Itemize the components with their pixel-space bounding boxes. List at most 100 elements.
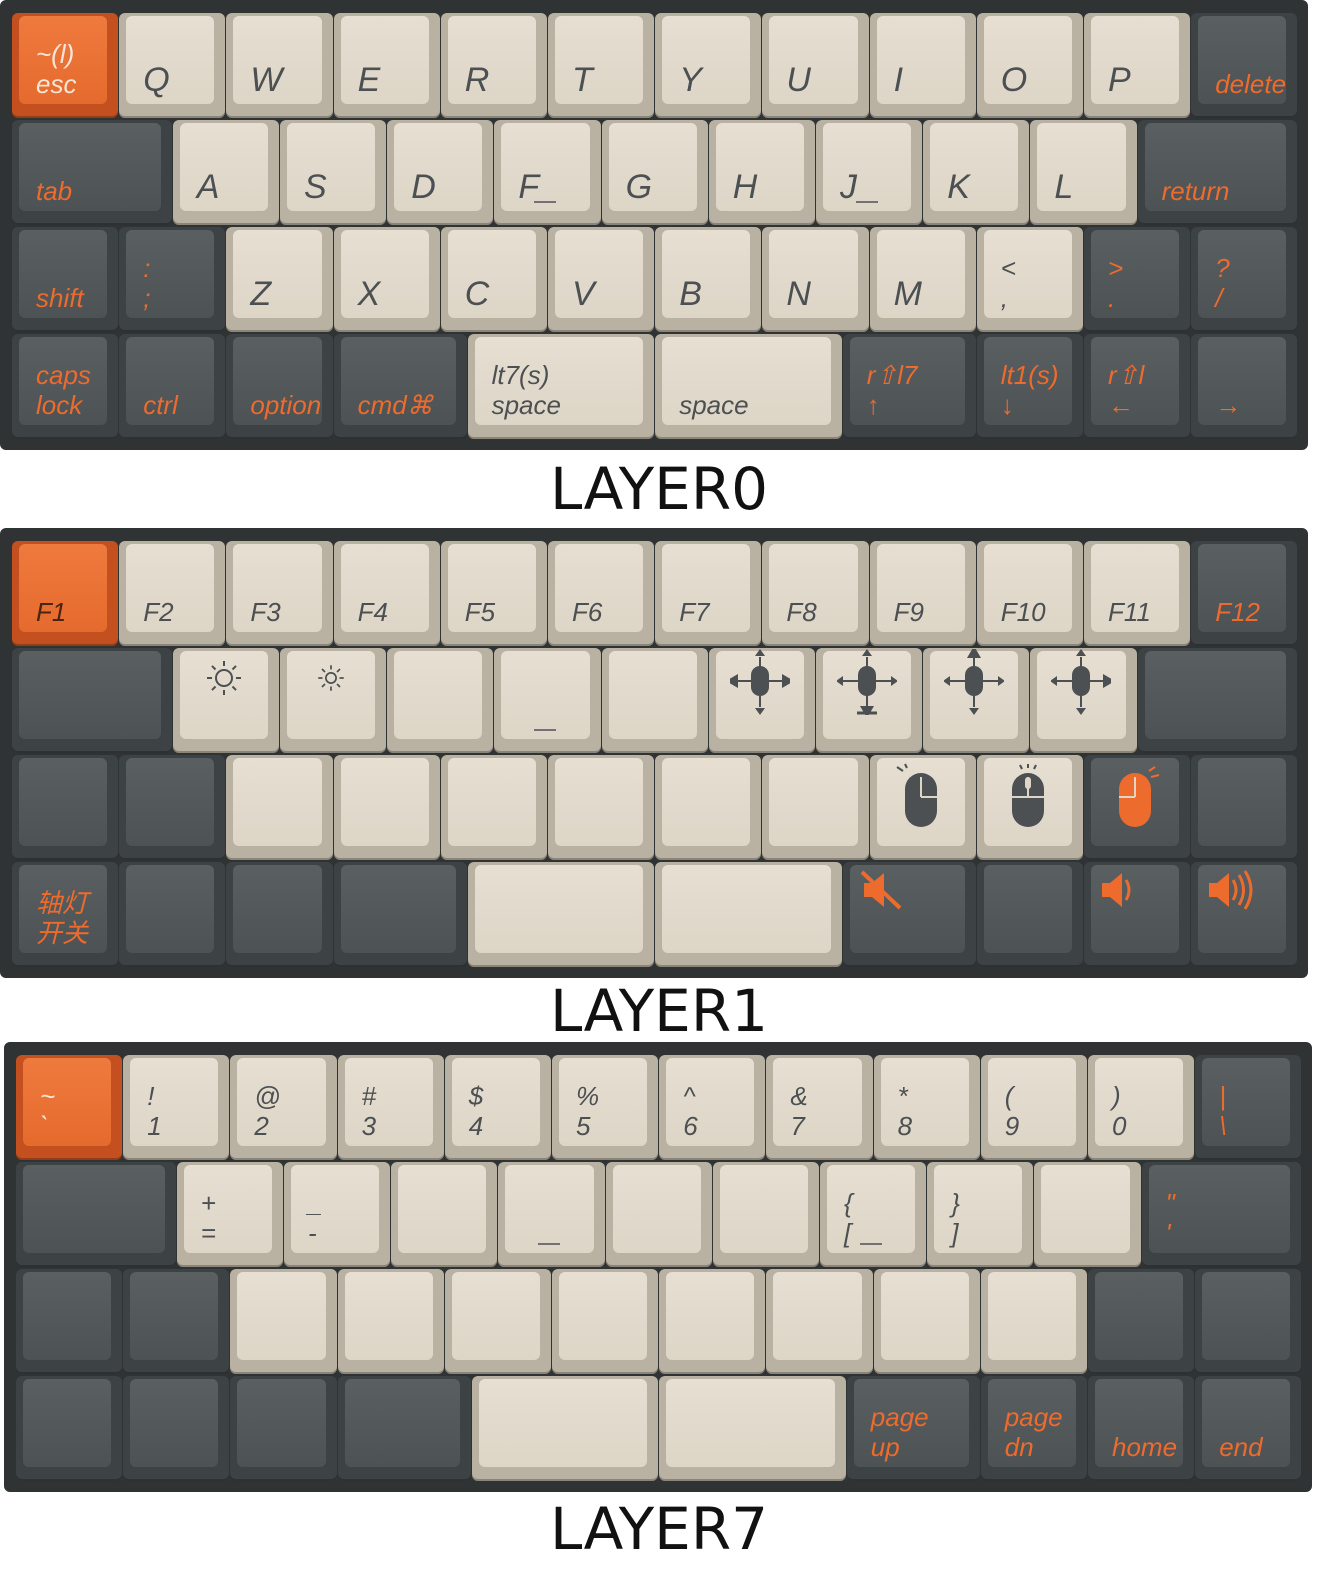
key-f8[interactable]: F8	[762, 541, 869, 646]
key-l-esc[interactable]: ~(l) esc	[12, 13, 119, 118]
key-mouse-right-click[interactable]	[1084, 755, 1191, 860]
key-blank[interactable]: : ;	[119, 227, 226, 332]
key-blank[interactable]	[766, 1269, 873, 1374]
key-9[interactable]: ( 9	[980, 1055, 1087, 1160]
key-blank[interactable]	[119, 755, 226, 860]
key-t[interactable]: T	[548, 13, 655, 118]
key-mouse-move-up[interactable]	[923, 648, 1030, 753]
key-blank[interactable]: 轴灯 开关	[12, 862, 119, 967]
key-blank[interactable]	[601, 648, 708, 753]
key-blank[interactable]: | \	[1195, 1055, 1302, 1160]
key-y[interactable]: Y	[655, 13, 762, 118]
key-j[interactable]: J	[816, 120, 923, 225]
key-blank[interactable]	[762, 755, 869, 860]
key-mouse-middle-click[interactable]	[976, 755, 1083, 860]
key-k[interactable]: K	[923, 120, 1030, 225]
key-o[interactable]: O	[976, 13, 1083, 118]
key-caps-lock[interactable]: caps lock	[12, 334, 119, 439]
key-1[interactable]: ! 1	[123, 1055, 230, 1160]
key-blank[interactable]	[494, 648, 601, 753]
key-s[interactable]: S	[280, 120, 387, 225]
key-7[interactable]: & 7	[766, 1055, 873, 1160]
key-blank[interactable]	[1137, 648, 1298, 753]
key-blank[interactable]	[1088, 1269, 1195, 1374]
key-blank[interactable]	[226, 755, 333, 860]
key-ctrl[interactable]: ctrl	[119, 334, 226, 439]
key-blank[interactable]	[655, 862, 842, 967]
key-page-dn[interactable]: page dn	[980, 1376, 1087, 1481]
key-c[interactable]: C	[440, 227, 547, 332]
key-blank[interactable]	[16, 1162, 176, 1267]
key-h[interactable]: H	[708, 120, 815, 225]
key-r-l7[interactable]: r⇧l7 ↑	[842, 334, 976, 439]
key-blank[interactable]	[391, 1162, 498, 1267]
key-blank[interactable]	[226, 862, 333, 967]
key-f2[interactable]: F2	[119, 541, 226, 646]
key-blank[interactable]	[659, 1269, 766, 1374]
key-f9[interactable]: F9	[869, 541, 976, 646]
key-blank[interactable]	[976, 862, 1083, 967]
key-blank[interactable]: { [	[820, 1162, 927, 1267]
key-blank[interactable]	[444, 1269, 551, 1374]
key-space[interactable]: space	[655, 334, 842, 439]
key-blank[interactable]	[873, 1269, 980, 1374]
key-blank[interactable]	[12, 648, 172, 753]
key-option[interactable]: option	[226, 334, 333, 439]
key-blank[interactable]	[712, 1162, 819, 1267]
key-blank[interactable]	[659, 1376, 846, 1481]
key-blank[interactable]	[471, 1376, 659, 1481]
key-shift[interactable]: shift	[12, 227, 119, 332]
key-volume-up[interactable]	[1191, 862, 1298, 967]
key-blank[interactable]	[337, 1376, 471, 1481]
key-i[interactable]: I	[869, 13, 976, 118]
key-blank[interactable]	[123, 1269, 230, 1374]
key-m[interactable]: M	[869, 227, 976, 332]
key-f10[interactable]: F10	[976, 541, 1083, 646]
key-f6[interactable]: F6	[548, 541, 655, 646]
key-blank[interactable]	[333, 862, 467, 967]
key-n[interactable]: N	[762, 227, 869, 332]
key-blank[interactable]: →	[1191, 334, 1298, 439]
key-blank[interactable]	[1034, 1162, 1141, 1267]
key-f1[interactable]: F1	[12, 541, 119, 646]
key-page-up[interactable]: page up	[846, 1376, 980, 1481]
key-e[interactable]: E	[333, 13, 440, 118]
key-l[interactable]: L	[1030, 120, 1137, 225]
key-mute[interactable]	[842, 862, 976, 967]
key-blank[interactable]	[387, 648, 494, 753]
key-blank[interactable]	[548, 755, 655, 860]
key-blank[interactable]	[980, 1269, 1087, 1374]
key-f11[interactable]: F11	[1084, 541, 1191, 646]
key-z[interactable]: Z	[226, 227, 333, 332]
key-blank[interactable]	[12, 755, 119, 860]
key-blank[interactable]: > .	[1084, 227, 1191, 332]
key-blank[interactable]	[123, 1376, 230, 1481]
key-f5[interactable]: F5	[440, 541, 547, 646]
key-x[interactable]: X	[333, 227, 440, 332]
key-6[interactable]: ^ 6	[659, 1055, 766, 1160]
key-blank[interactable]	[440, 755, 547, 860]
key-blank[interactable]	[655, 755, 762, 860]
key-delete[interactable]: delete	[1191, 13, 1298, 118]
key-f4[interactable]: F4	[333, 541, 440, 646]
key-blank[interactable]	[498, 1162, 605, 1267]
key-r[interactable]: R	[440, 13, 547, 118]
key-4[interactable]: $ 4	[444, 1055, 551, 1160]
key-mouse-left-click[interactable]	[869, 755, 976, 860]
key-f12[interactable]: F12	[1191, 541, 1298, 646]
key-g[interactable]: G	[601, 120, 708, 225]
key-blank[interactable]: < ,	[976, 227, 1083, 332]
key-blank[interactable]	[119, 862, 226, 967]
key-blank[interactable]	[16, 1269, 123, 1374]
key-u[interactable]: U	[762, 13, 869, 118]
key-blank[interactable]	[230, 1269, 337, 1374]
key-blank[interactable]	[552, 1269, 659, 1374]
key-blank[interactable]: " '	[1141, 1162, 1302, 1267]
key-blank[interactable]	[1191, 755, 1298, 860]
key-blank[interactable]	[467, 862, 655, 967]
key-5[interactable]: % 5	[552, 1055, 659, 1160]
key-0[interactable]: ) 0	[1088, 1055, 1195, 1160]
key-sun-small[interactable]	[280, 648, 387, 753]
key-mouse-move-down[interactable]	[816, 648, 923, 753]
key-f[interactable]: F	[494, 120, 601, 225]
